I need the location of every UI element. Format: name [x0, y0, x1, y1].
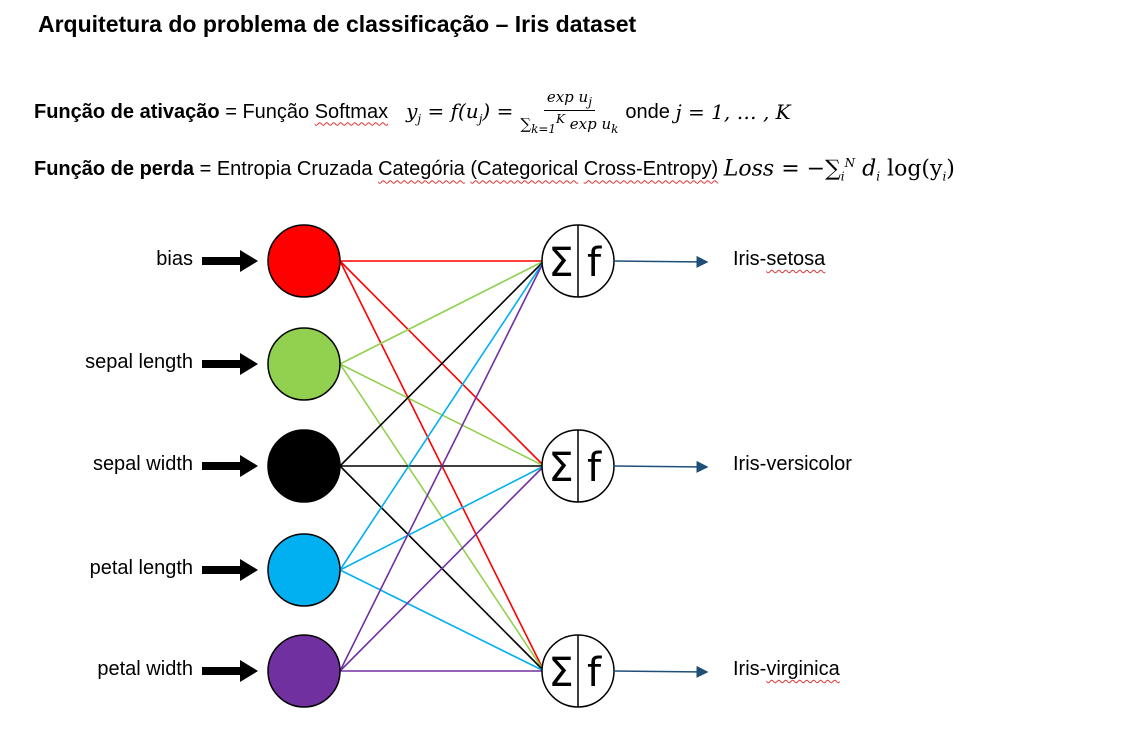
output-arrow	[613, 665, 709, 678]
input-node	[267, 327, 341, 401]
connection-line	[339, 260, 545, 571]
where-math: j = 1, … , K	[675, 100, 791, 124]
input-node	[267, 533, 341, 607]
input-label: petal width	[97, 658, 193, 680]
input-arrow	[202, 455, 258, 477]
input-label: sepal width	[92, 453, 193, 475]
input-node	[267, 634, 341, 708]
connection-line	[339, 465, 545, 571]
function-symbol: f	[587, 445, 602, 491]
input-node	[267, 429, 341, 503]
connection-line	[339, 260, 545, 467]
connection-line	[339, 569, 545, 672]
sum-symbol: Σ	[548, 240, 573, 286]
activation-line: Função de ativação = Função Softmax yj =…	[34, 88, 791, 136]
input-arrow	[202, 559, 258, 581]
output-arrow	[613, 460, 709, 473]
loss-line: Função de perda = Entropia Cruzada Categ…	[34, 156, 955, 184]
input-label: sepal length	[85, 351, 193, 373]
loss-text-2: Categória	[378, 158, 465, 181]
sum-symbol: Σ	[548, 650, 573, 696]
softmax-fraction: exp uj ∑k=1K exp uk	[520, 88, 619, 136]
function-symbol: f	[587, 240, 602, 286]
softmax-formula: yj = f(uj) =	[406, 98, 514, 126]
connection-line	[339, 465, 545, 672]
loss-formula: Loss = −∑iN di log(yi)	[723, 156, 955, 184]
input-node	[267, 224, 341, 298]
activation-label: Função de ativação	[34, 100, 220, 123]
output-arrow	[613, 255, 709, 268]
input-arrow	[202, 660, 258, 682]
activation-text: Função	[242, 100, 310, 123]
output-label: Iris-versicolor	[733, 453, 852, 475]
loss-label: Função de perda	[34, 158, 195, 181]
input-arrow	[202, 353, 258, 375]
where-text: onde	[625, 100, 670, 123]
output-label: Iris-virginica	[733, 658, 840, 680]
connection-line	[339, 260, 545, 365]
function-symbol: f	[587, 650, 602, 696]
input-label: bias	[156, 248, 193, 270]
sum-symbol: Σ	[548, 445, 573, 491]
loss-text-1: Entropia Cruzada	[216, 158, 373, 181]
activation-eq: =	[225, 100, 237, 123]
loss-text-4: Cross-Entropy)	[583, 158, 719, 181]
loss-text-3: (Categorical	[470, 158, 579, 181]
activation-softmax: Softmax	[314, 100, 389, 123]
output-label: Iris-setosa	[733, 248, 826, 270]
input-label: petal length	[89, 557, 193, 579]
page-title: Arquitetura do problema de classificação…	[38, 11, 637, 37]
input-arrow	[202, 250, 258, 272]
connection-line	[339, 260, 545, 672]
loss-eq: =	[199, 158, 212, 181]
